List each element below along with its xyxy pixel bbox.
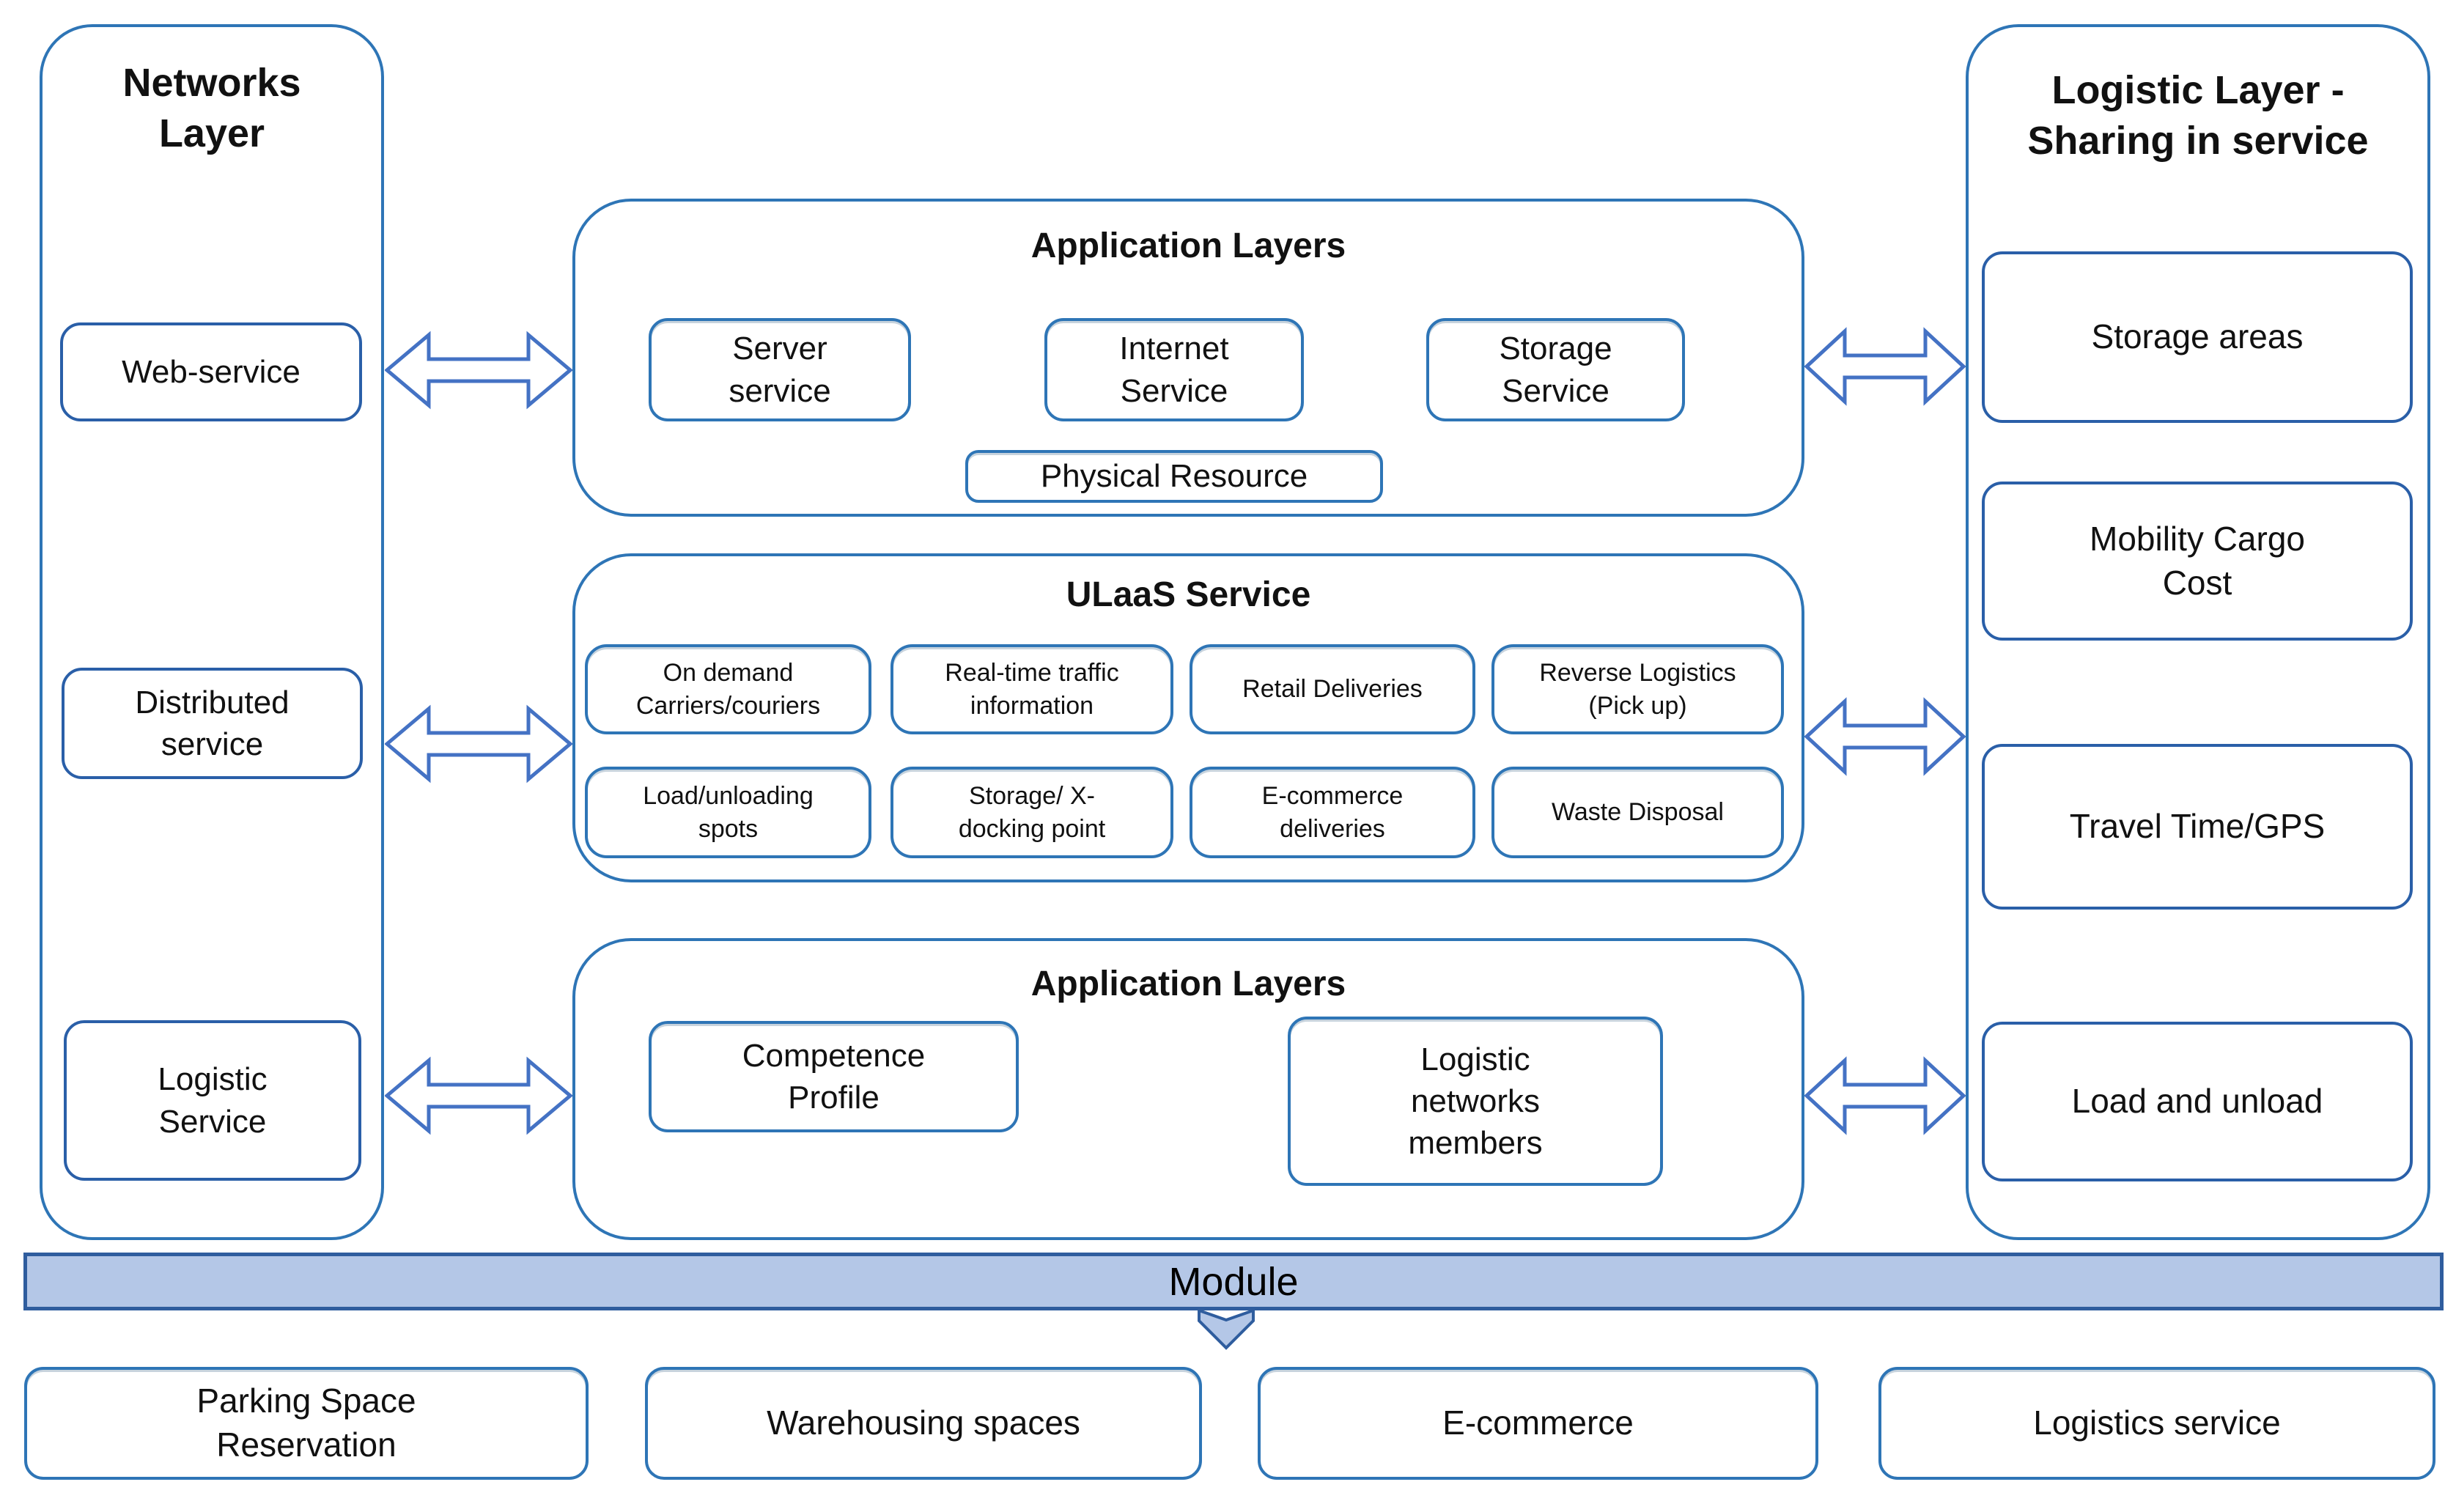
on-demand-carriers-label: On demand Carriers/couriers — [635, 659, 821, 720]
parking-space-reservation-label: Parking Space Reservation — [196, 1382, 416, 1464]
double-arrow-travel-time-icon — [1804, 697, 1966, 776]
load-and-unload-label: Load and unload — [2071, 1082, 2323, 1121]
logistic-service-box: Logistic Service — [64, 1020, 361, 1181]
ulaas-service-title: ULaaS Service — [1066, 575, 1311, 614]
retail-deliveries-box: Retail Deliveries — [1190, 644, 1475, 734]
module-bar: Module — [23, 1253, 2444, 1310]
distributed-service-box: Distributed service — [62, 668, 363, 779]
e-commerce-box: E-commerce — [1258, 1367, 1818, 1480]
storage-areas-box: Storage areas — [1982, 251, 2413, 423]
logistic-networks-members-label: Logistic networks members — [1408, 1041, 1543, 1162]
waste-disposal-box: Waste Disposal — [1491, 767, 1784, 858]
real-time-traffic-label: Real-time traffic information — [945, 659, 1119, 720]
reverse-logistics-label: Reverse Logistics (Pick up) — [1539, 659, 1736, 720]
internet-service-label: Internet Service — [1119, 331, 1229, 409]
server-service-label: Server service — [729, 331, 831, 409]
mobility-cargo-cost-box: Mobility Cargo Cost — [1982, 482, 2413, 641]
load-unloading-spots-label: Load/unloading spots — [643, 782, 814, 843]
logistics-service-box: Logistics service — [1878, 1367, 2435, 1480]
down-arrow-icon — [1198, 1309, 1255, 1350]
parking-space-reservation-box: Parking Space Reservation — [24, 1367, 589, 1480]
travel-time-gps-box: Travel Time/GPS — [1982, 744, 2413, 910]
double-arrow-web-service-icon — [385, 331, 572, 410]
travel-time-gps-label: Travel Time/GPS — [2069, 807, 2326, 846]
logistic-networks-members-box: Logistic networks members — [1288, 1017, 1663, 1186]
competence-profile-label: Competence Profile — [742, 1037, 926, 1115]
warehousing-spaces-label: Warehousing spaces — [767, 1404, 1080, 1442]
logistic-layer-title: Logistic Layer - Sharing in service — [2027, 68, 2369, 163]
double-arrow-distributed-service-icon — [385, 704, 572, 783]
web-service-label: Web-service — [122, 353, 300, 390]
e-commerce-label: E-commerce — [1442, 1404, 1634, 1442]
internet-service-box: Internet Service — [1044, 318, 1304, 421]
competence-profile-box: Competence Profile — [649, 1021, 1019, 1132]
on-demand-carriers-box: On demand Carriers/couriers — [585, 644, 871, 734]
warehousing-spaces-box: Warehousing spaces — [645, 1367, 1202, 1480]
storage-x-docking-label: Storage/ X- docking point — [958, 782, 1106, 843]
application-layers-bottom-title: Application Layers — [1030, 965, 1346, 1003]
web-service-box: Web-service — [60, 322, 362, 421]
real-time-traffic-box: Real-time traffic information — [890, 644, 1173, 734]
storage-service-label: Storage Service — [1499, 331, 1612, 409]
storage-areas-label: Storage areas — [2091, 317, 2304, 356]
application-layers-top-title: Application Layers — [1030, 226, 1346, 265]
physical-resource-box: Physical Resource — [965, 450, 1383, 503]
storage-service-box: Storage Service — [1426, 318, 1685, 421]
e-commerce-deliveries-box: E-commerce deliveries — [1190, 767, 1475, 858]
server-service-box: Server service — [649, 318, 911, 421]
logistic-service-label: Logistic Service — [158, 1061, 268, 1140]
logistics-service-label: Logistics service — [2033, 1404, 2281, 1442]
storage-x-docking-box: Storage/ X- docking point — [890, 767, 1173, 858]
module-label: Module — [1168, 1259, 1299, 1304]
double-arrow-storage-areas-icon — [1804, 327, 1966, 406]
physical-resource-label: Physical Resource — [1040, 458, 1308, 495]
networks-layer-title: Networks Layer — [122, 61, 301, 156]
double-arrow-load-unload-icon — [1804, 1056, 1966, 1135]
double-arrow-logistic-service-icon — [385, 1056, 572, 1135]
mobility-cargo-cost-label: Mobility Cargo Cost — [2090, 519, 2305, 602]
reverse-logistics-box: Reverse Logistics (Pick up) — [1491, 644, 1784, 734]
load-unloading-spots-box: Load/unloading spots — [585, 767, 871, 858]
retail-deliveries-label: Retail Deliveries — [1242, 675, 1423, 704]
distributed-service-label: Distributed service — [135, 684, 290, 762]
load-and-unload-box: Load and unload — [1982, 1022, 2413, 1181]
e-commerce-deliveries-label: E-commerce deliveries — [1261, 782, 1404, 843]
waste-disposal-label: Waste Disposal — [1552, 798, 1724, 827]
